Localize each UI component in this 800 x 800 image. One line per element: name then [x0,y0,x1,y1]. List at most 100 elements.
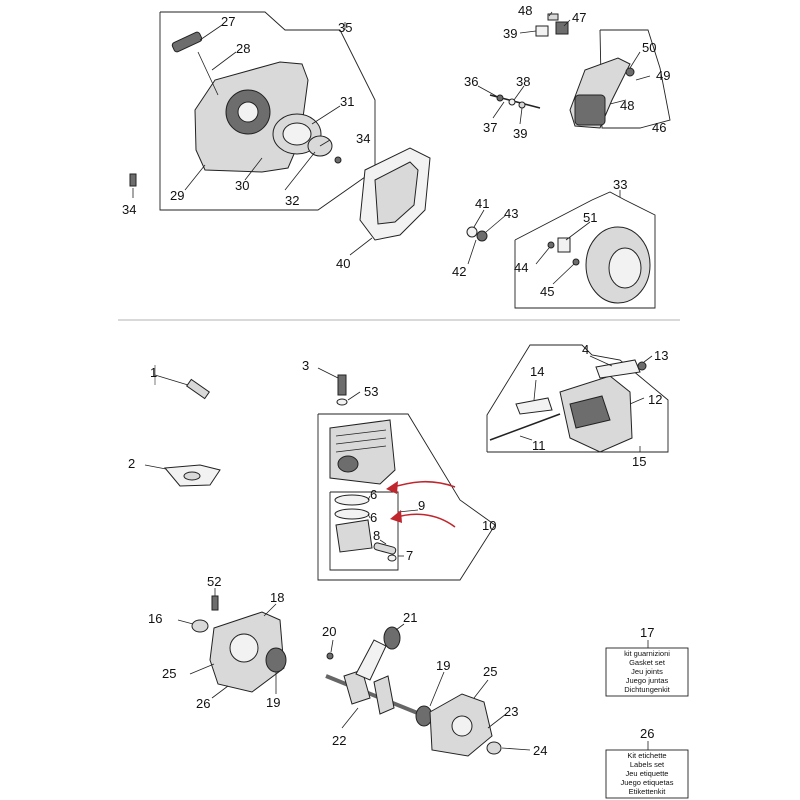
circlip [387,554,397,562]
exhaust-port [337,455,359,473]
callout-14: 14 [530,364,544,379]
callout-12: 12 [648,392,662,407]
recoil-spring-core [282,122,312,146]
linkage-clip [518,101,526,109]
callout-15: 15 [632,454,646,469]
callout-7: 7 [406,548,413,563]
callout-23: 23 [504,704,518,719]
callout-45: 45 [540,284,554,299]
coil-core [574,94,606,126]
pawl-screw-44 [547,241,555,249]
nut-13 [637,361,647,371]
gasket-2: 2 [128,456,221,487]
callout-19-right: 19 [436,658,450,673]
callout-37: 37 [483,120,497,135]
starter-cover-group: 27 28 31 34 32 30 29 35 [159,11,376,211]
part-48-clip [547,13,559,21]
label-kit-line-4: Juego etiquetas [621,778,674,787]
callout-22: 22 [332,733,346,748]
callout-48-top: 48 [518,3,532,18]
crank-web-right [373,675,395,715]
callout-39-top: 39 [503,26,517,41]
callout-27: 27 [221,14,235,29]
callout-9: 9 [418,498,425,513]
callout-26: 26 [196,696,210,711]
callout-32: 32 [285,193,299,208]
callout-17: 17 [640,625,654,640]
heat-shield-4 [595,359,641,379]
seal-16 [191,619,209,633]
callout-44: 44 [514,260,528,275]
callout-25-right: 25 [483,664,497,679]
callout-25-left: 25 [162,666,176,681]
connecting-rod [355,639,387,681]
washer-53 [336,398,348,406]
spark-plug-cap [625,67,635,77]
starter-hub-center [237,101,259,123]
spark-plug-1: 1 [150,365,211,400]
gasket-kit-line-4: Juego juntas [626,676,669,685]
callout-35: 35 [338,20,352,35]
callout-41: 41 [475,196,489,211]
crankcase-left: 52 16 18 25 26 19 [148,574,287,711]
part-39-nut [535,25,549,37]
coil-group-frame [599,29,671,129]
highlight-arrow-ring-upper [389,480,456,489]
crankshaft [325,674,421,716]
callout-6-upper: 6 [370,487,377,502]
callout-8: 8 [373,528,380,543]
flywheel-group-33: 51 44 45 33 [514,177,656,309]
bearing-19 [265,647,287,673]
callout-34: 34 [356,131,370,146]
callout-1: 1 [150,365,157,380]
spark-plug [185,378,211,400]
piston-group-frame [329,491,399,571]
callout-6-lower: 6 [370,510,377,525]
callout-13: 13 [654,348,668,363]
flywheel-group-frame [514,191,656,309]
callout-40: 40 [336,256,350,271]
callout-16: 16 [148,611,162,626]
washer-41 [466,226,478,238]
callout-53: 53 [364,384,378,399]
crank-web-left [343,669,371,705]
gasket-kit-box: 17 kit guarnizioni Gasket set Jeu joints… [605,625,689,697]
gasket-kit-line-2: Gasket set [629,658,666,667]
callout-21: 21 [403,610,417,625]
label-kit-line-3: Jeu etiquette [626,769,669,778]
starter-rope [197,51,219,96]
cylinder-group-frame [317,413,496,581]
linkage-pin [496,94,504,102]
callout-33: 33 [613,177,627,192]
label-kit-frame [605,749,689,799]
callout-46: 46 [652,120,666,135]
starter-handle [171,31,203,53]
callout-48-mid: 48 [620,98,634,113]
callout-10: 10 [482,518,496,533]
pawl-spring-45 [572,258,580,266]
screw-52 [211,595,219,611]
callout-50: 50 [642,40,656,55]
linkage-washer [508,98,516,106]
piston-ring-upper [334,494,370,506]
label-kit-line-5: Etikettenkit [629,787,667,796]
callout-2: 2 [128,456,135,471]
nut-43 [476,230,488,242]
screw-34-standalone: 34 [122,173,137,217]
deflector-inner [374,161,419,225]
gasket-kit-line-1: kit guarnizioni [624,649,670,658]
callout-36: 36 [464,74,478,89]
callout-18: 18 [270,590,284,605]
small-parts-upper-right: 48 47 39 36 38 37 39 [464,3,586,141]
callout-49: 49 [656,68,670,83]
piston [335,519,373,553]
nut-washer-41-43: 41 43 42 [452,196,518,279]
needle-bearing-21 [383,626,401,650]
screw-34 [334,156,342,164]
callout-29: 29 [170,188,184,203]
callout-31: 31 [340,94,354,109]
callout-28: 28 [236,41,250,56]
gasket-kit-line-3: Jeu joints [631,667,663,676]
bolt-3 [337,374,347,396]
muffler-group-frame [486,344,669,453]
